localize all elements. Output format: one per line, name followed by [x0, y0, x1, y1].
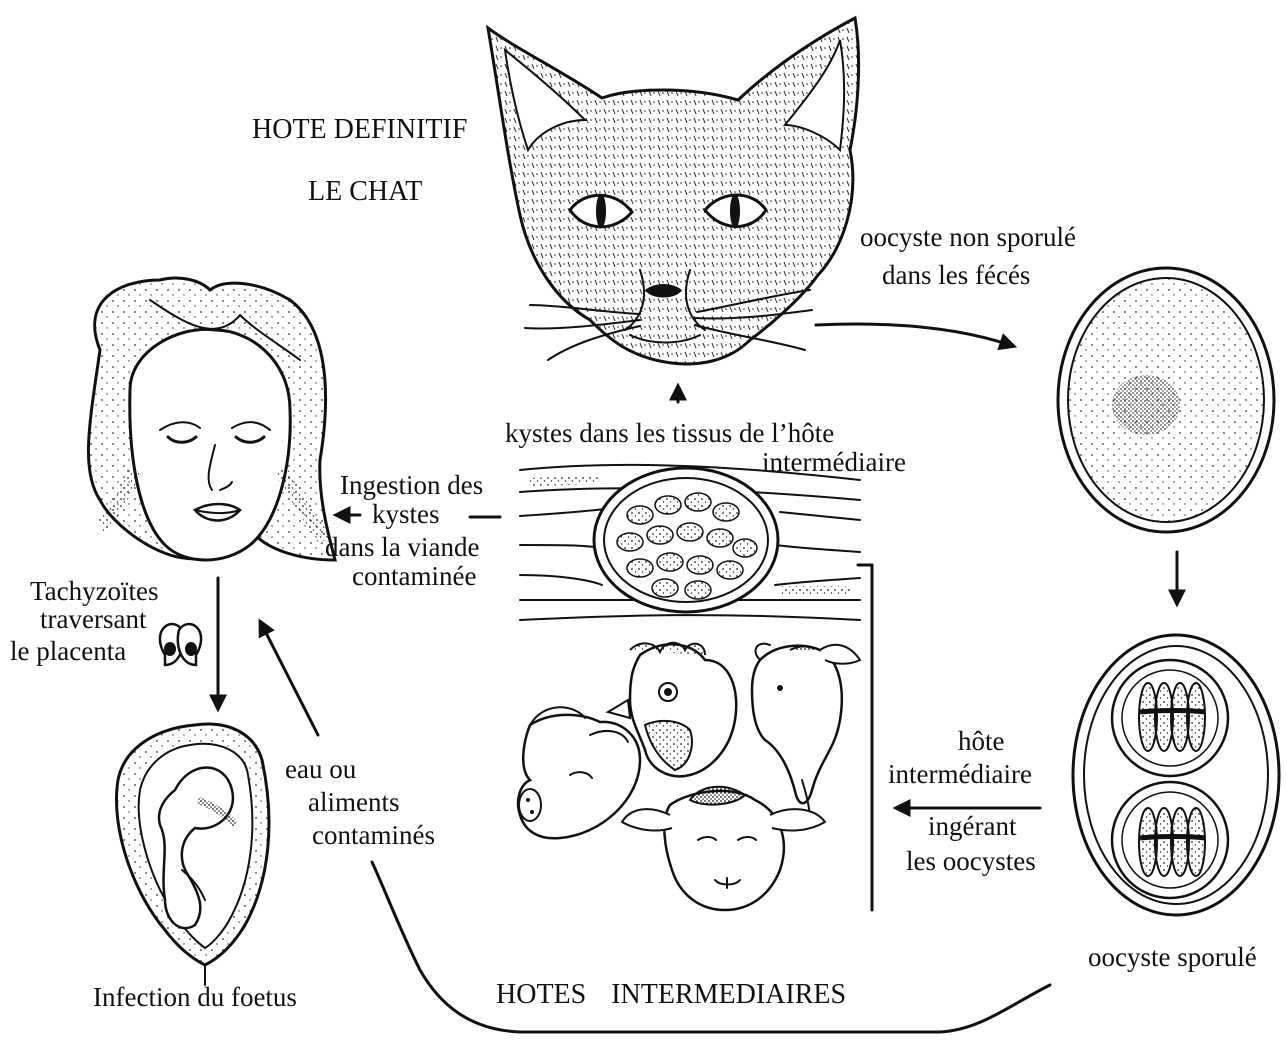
- host-ingesting-label-line2: intermédiaire: [888, 759, 1032, 789]
- pig-figure: [518, 707, 640, 838]
- arrow-cat-to-oocyst: [816, 324, 1010, 345]
- unsporulated-label-line2: dans les fécés: [882, 260, 1030, 290]
- ingestion-label-line2: kystes: [372, 499, 440, 529]
- ingestion-label-line4: contaminée: [352, 561, 476, 591]
- ingestion-label-line1: Ingestion des: [340, 470, 483, 500]
- definitive-host-label: HOTE DEFINITIF: [252, 114, 467, 145]
- cat-head-figure: [488, 18, 859, 364]
- cysts-label-line2: intermédiaire: [762, 447, 906, 477]
- tissue-cyst-figure: [520, 463, 860, 620]
- tachyzoites-label-line3: le placenta: [10, 636, 126, 666]
- arrow-water-to-woman: [262, 625, 318, 735]
- water-label-line2: aliments: [308, 787, 399, 817]
- sporulated-oocyst-figure: [1073, 635, 1279, 915]
- host-ingesting-label-line1: hôte: [958, 726, 1005, 756]
- unsporulated-oocyst-figure: [1058, 268, 1274, 532]
- woman-head-figure: [88, 278, 335, 560]
- ingestion-label-line3: dans la viande: [325, 532, 479, 562]
- fetus-infection-label: Infection du foetus: [93, 982, 297, 1012]
- water-label-line3: contaminés: [312, 820, 435, 850]
- fetus-in-uterus-figure: [116, 724, 268, 985]
- intermediate-hosts-label: HOTES INTERMEDIAIRES: [496, 979, 846, 1010]
- sporulated-oocyst-label: oocyste sporulé: [1088, 942, 1257, 972]
- intermediate-host-animals: [518, 643, 860, 910]
- host-ingesting-label-line3: ingérant: [928, 811, 1017, 841]
- water-label-line1: eau ou: [285, 754, 357, 784]
- tachyzoites-label-line1: Tachyzoïtes: [30, 576, 159, 606]
- sheep-figure: [622, 787, 825, 910]
- tachyzoite-pair-figure: [160, 624, 201, 665]
- host-ingesting-label-line4: les oocystes: [906, 846, 1036, 876]
- cat-label: LE CHAT: [308, 176, 422, 207]
- tachyzoites-label-line2: traversant: [40, 604, 147, 634]
- unsporulated-label-line1: oocyste non sporulé: [860, 222, 1076, 252]
- cysts-label-line1: kystes dans les tissus de l’hôte: [505, 418, 834, 448]
- goat-figure: [752, 644, 860, 815]
